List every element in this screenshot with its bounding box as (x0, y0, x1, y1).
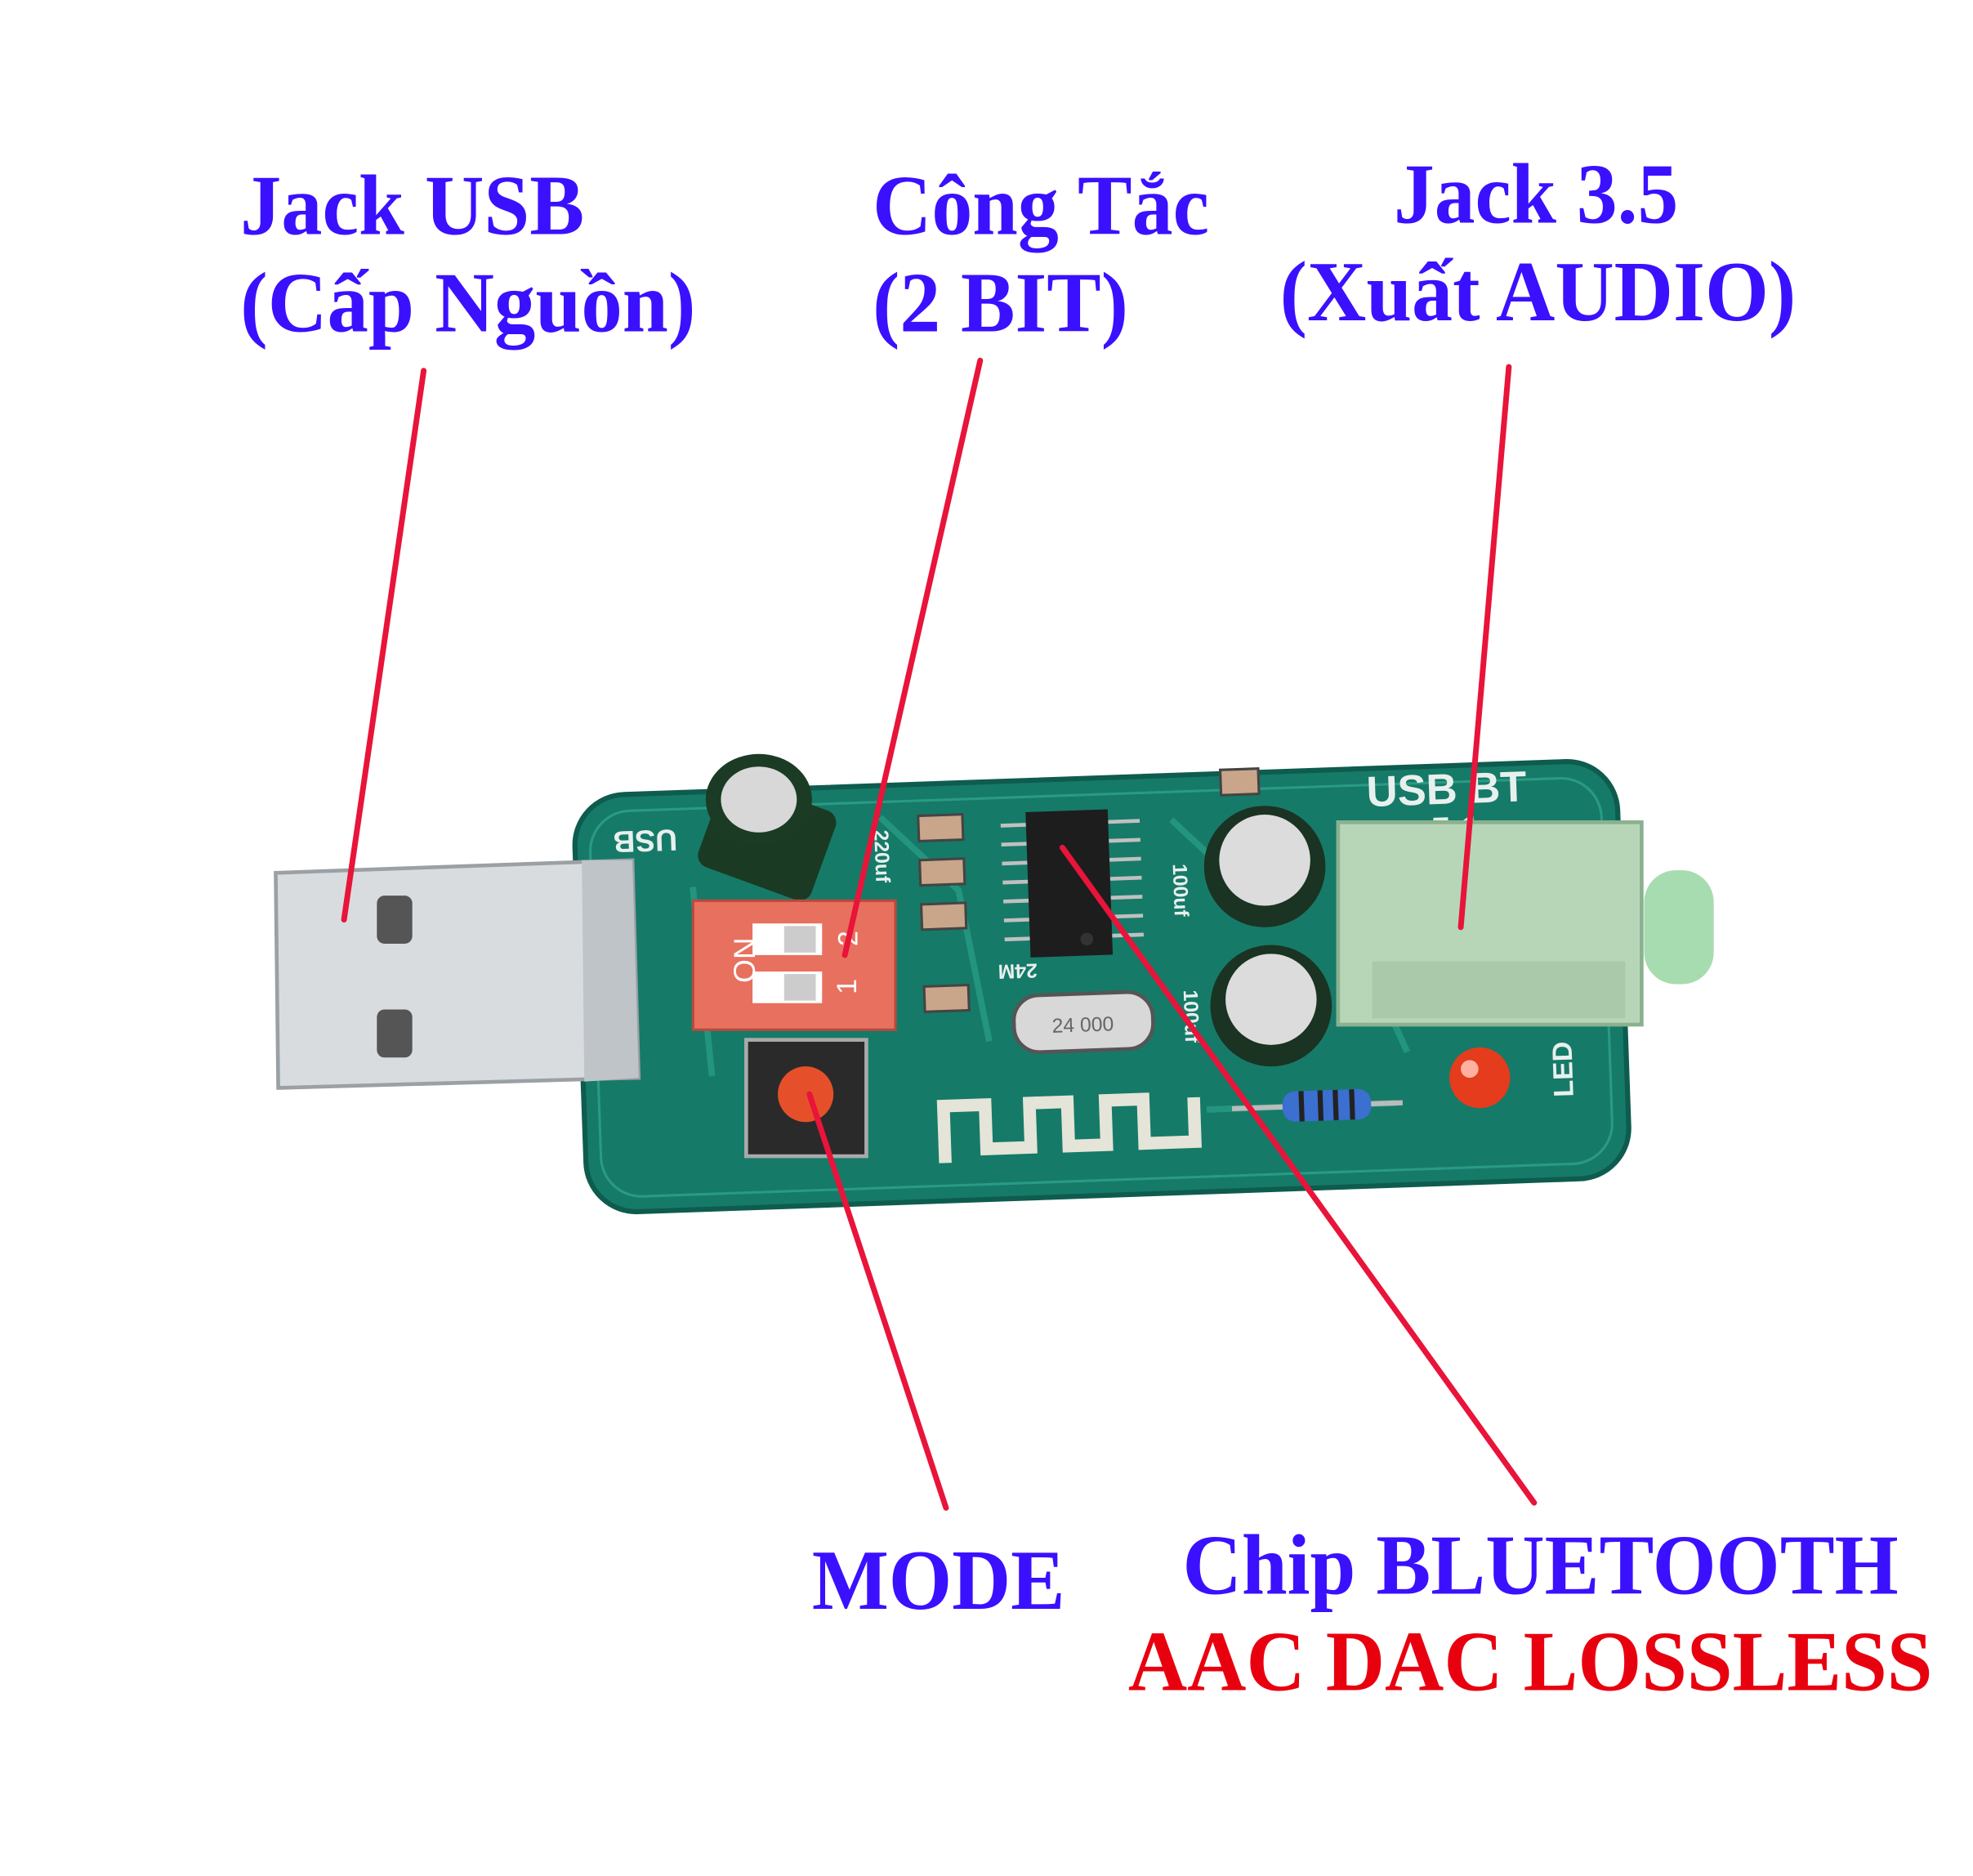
label-switch: Công Tắc (873, 157, 1209, 252)
led (1449, 1047, 1511, 1109)
crystal: 24 000 24M (998, 958, 1155, 1054)
label-jack-35: Jack 3.5 (1394, 146, 1678, 242)
pointer-line-jack-usb (341, 368, 427, 923)
label-chip: Chip BLUETOOTH (1182, 1517, 1898, 1613)
label-mode: MODE (812, 1532, 1065, 1628)
audio-jack-3-5 (1336, 820, 1714, 1027)
label-jack-35-sub: (Xuất AUDIO) (1280, 243, 1797, 339)
dip-on-label: ON (727, 937, 761, 983)
capacitor (1210, 945, 1332, 1067)
silk-led: LED (1547, 1041, 1579, 1097)
mode-button (744, 1038, 868, 1159)
pointer-line-chip (1059, 844, 1538, 1506)
bluetooth-chip (1000, 809, 1144, 958)
silk-usb: USB (613, 823, 678, 860)
label-chip-sub: AAC DAC LOSSLESS (1128, 1613, 1933, 1708)
pointer-line-mode (806, 1091, 949, 1511)
pointer-line-jack-35 (1457, 364, 1512, 931)
capacitor (1203, 806, 1326, 927)
usb-plug (274, 858, 641, 1090)
pcb-antenna (936, 1092, 1202, 1164)
label-switch-sub: (2 BIT) (873, 255, 1128, 351)
crystal-marking: 24 000 (1051, 1013, 1114, 1038)
silk-cap1: 100uf (1168, 864, 1192, 918)
resistor (1231, 1088, 1403, 1122)
pointer-line-switch (841, 357, 984, 958)
silk-board-name: USB BT (1366, 762, 1528, 816)
dip-switch: ON 1 2 (691, 899, 897, 1031)
label-jack-usb: Jack USB (240, 157, 584, 252)
dip-1-label: 1 (832, 979, 863, 994)
label-jack-usb-sub: (Cấp Nguồn) (240, 255, 695, 351)
capacitor (698, 753, 837, 901)
silk-crystal: 24M (998, 958, 1038, 982)
